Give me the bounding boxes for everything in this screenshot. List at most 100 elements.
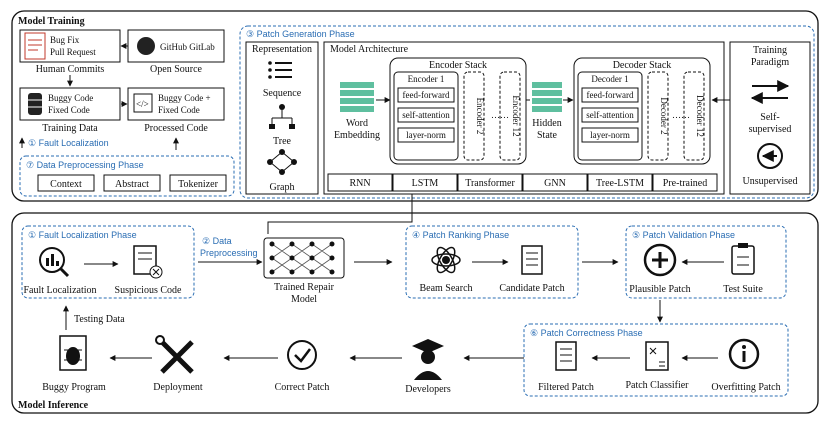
neural-network-icon (263, 237, 345, 279)
back-arrow-circle-icon (757, 143, 783, 169)
architecture-item-box (522, 173, 588, 192)
deployment-label: Deployment (153, 382, 203, 393)
preprocessing-item-box (103, 174, 161, 192)
processed-buggy-label: Buggy Code + (158, 93, 211, 103)
preprocessing-item-box (169, 174, 227, 192)
encoder-1-box (393, 71, 459, 161)
buggy-program-label: Buggy Program (42, 382, 106, 393)
data-preprocessing-phase-title: ⑦ Data Preprocessing Phase (26, 160, 144, 170)
training-paradigm-label-2: Paradigm (751, 57, 790, 68)
patch-generation-phase-box (239, 25, 815, 199)
encoder-2-label: Encoder 2 (475, 98, 485, 135)
word-label: Word (346, 118, 368, 129)
tree-label: Tree (273, 136, 292, 147)
magnifier-chart-icon (39, 247, 70, 278)
decoder-feed-forward-label: feed-forward (587, 90, 634, 100)
encoder-1-label: Encoder 1 (408, 74, 445, 84)
decoder-12-label: Decoder 12 (695, 95, 705, 137)
document-icon (24, 32, 46, 60)
model-training-panel (11, 10, 819, 202)
pull-request-label: Pull Request (50, 47, 96, 57)
architecture-item-label: Tree-LSTM (596, 178, 644, 189)
swap-arrows-icon (750, 80, 790, 104)
preprocessing-item-box (37, 174, 95, 192)
test-suite-label: Test Suite (723, 284, 763, 295)
info-circle-icon (728, 338, 760, 370)
candidate-patch-label: Candidate Patch (499, 283, 564, 294)
atom-icon (431, 246, 461, 274)
state-label: State (537, 130, 558, 141)
developers-label: Developers (405, 384, 451, 395)
architecture-item-label: Pre-trained (663, 178, 707, 189)
decoder-12-box (683, 71, 705, 161)
patch-ranking-phase-title: ④ Patch Ranking Phase (412, 230, 509, 240)
correct-patch-label: Correct Patch (275, 382, 330, 393)
open-source-label: Open Source (150, 64, 202, 75)
architecture-item-box (392, 173, 458, 192)
decoder-2-label: Decoder 2 (659, 97, 669, 134)
plausible-patch-label: Plausible Patch (629, 284, 690, 295)
self-supervised-label-2: supervised (749, 124, 792, 135)
decoder-1-box (577, 71, 643, 161)
buggy-code-label: Buggy Code (48, 93, 93, 103)
preprocessing-item-label: Abstract (115, 179, 149, 190)
sequence-label: Sequence (263, 88, 302, 99)
tree-icon (269, 104, 295, 129)
trained-repair-model-label-2: Model (291, 294, 317, 305)
trained-repair-model-label-1: Trained Repair (274, 282, 335, 293)
architecture-item-label: Transformer (465, 178, 515, 189)
encoder-self-attention-label: self-attention (402, 110, 450, 120)
decoder-dots: …… (672, 110, 690, 120)
architecture-item-label: LSTM (412, 178, 439, 189)
architecture-item-box (652, 173, 718, 192)
decoder-stack-label: Decoder Stack (613, 60, 672, 71)
embedding-label: Embedding (334, 130, 380, 141)
training-paradigm-box (729, 41, 811, 195)
patch-validation-phase-title: ⑤ Patch Validation Phase (632, 230, 735, 240)
word-embedding-icon (340, 82, 374, 112)
encoder-2-box (463, 71, 485, 161)
decoder-layer-norm-label: layer-norm (590, 130, 630, 140)
fault-localization-phase-box (21, 225, 195, 299)
encoder-12-label: Encoder 12 (511, 95, 521, 136)
beam-search-label: Beam Search (419, 283, 472, 294)
code-window-icon: </> (133, 93, 153, 113)
suspicious-code-icon (133, 245, 163, 279)
preprocessing-item-label: Context (50, 179, 82, 190)
filtered-patch-icon (555, 341, 577, 371)
graph-label: Graph (270, 182, 295, 193)
architecture-item-label: GNN (544, 178, 566, 189)
plus-circle-icon (643, 243, 677, 277)
graph-icon (267, 149, 297, 175)
architecture-item-box (587, 173, 653, 192)
encoder-12-box (499, 71, 521, 161)
hidden-label: Hidden (532, 118, 561, 129)
representation-box (245, 41, 319, 195)
model-inference-title: Model Inference (18, 400, 89, 411)
fault-localization-label: Fault Localization (23, 285, 96, 296)
data-preprocessing-step-1: ② Data (202, 236, 232, 246)
decoder-self-attention-box (581, 107, 639, 123)
github-icon (137, 37, 155, 55)
patch-validation-phase-box (625, 225, 787, 299)
patch-correctness-phase-title: ⑥ Patch Correctness Phase (530, 328, 643, 338)
data-preprocessing-step-2: Preprocessing (200, 248, 258, 258)
training-paradigm-label-1: Training (753, 45, 787, 56)
patch-ranking-phase-box (405, 225, 579, 299)
list-icon (268, 61, 292, 79)
database-icon (28, 93, 42, 115)
decoder-1-label: Decoder 1 (591, 74, 628, 84)
architecture-item-box (327, 173, 393, 192)
fault-localization-link: ① Fault Localization (28, 138, 109, 148)
encoder-layer-norm-box (397, 127, 455, 143)
fixed-code-label: Fixed Code (48, 105, 90, 115)
encoder-feed-forward-box (397, 87, 455, 103)
decoder-self-attention-label: self-attention (586, 110, 634, 120)
encoder-self-attention-box (397, 107, 455, 123)
model-training-title: Model Training (18, 16, 85, 27)
overfitting-patch-label: Overfitting Patch (711, 382, 780, 393)
encoder-feed-forward-label: feed-forward (403, 90, 450, 100)
